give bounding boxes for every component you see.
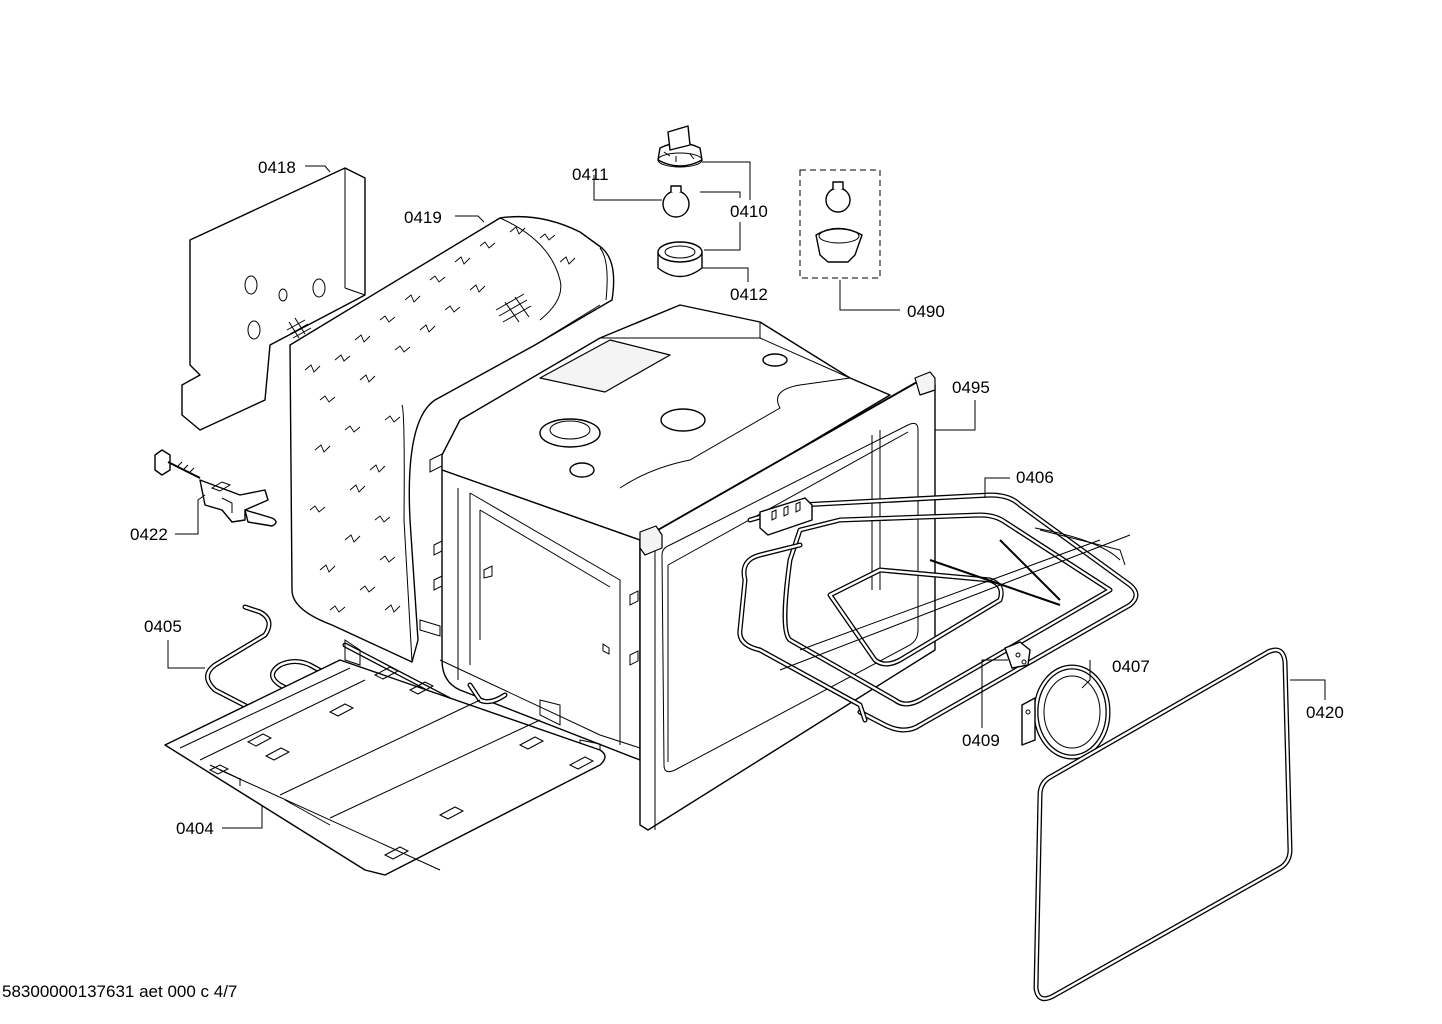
label-0412: 0412 — [730, 285, 768, 304]
part-labels: 0418 0419 0411 0410 0412 0490 0495 0406 … — [130, 158, 1344, 838]
part-0422-sensor — [154, 449, 277, 527]
label-0405: 0405 — [144, 617, 182, 636]
label-0490: 0490 — [907, 302, 945, 321]
part-0406-grill-element — [737, 492, 1139, 733]
part-0407-circular-element — [1021, 664, 1111, 760]
label-0404: 0404 — [176, 819, 214, 838]
label-0410: 0410 — [730, 202, 768, 221]
part-0412-lamp-ring — [657, 241, 703, 278]
part-0409-terminal — [1004, 641, 1031, 669]
part-0404-base-plate — [164, 639, 606, 876]
leader-lines — [167, 161, 1326, 829]
label-0419: 0419 — [404, 208, 442, 227]
label-0420: 0420 — [1306, 703, 1344, 722]
part-0418-rear-panel — [181, 167, 366, 431]
part-0419-insulation-wrap — [289, 215, 615, 663]
label-0407: 0407 — [1112, 657, 1150, 676]
drawing-reference-number: 58300000137631 aet 000 c 4/7 — [2, 982, 238, 1001]
label-0406: 0406 — [1016, 468, 1054, 487]
part-0411-lamp-bulb — [662, 185, 690, 218]
label-0418: 0418 — [258, 158, 296, 177]
label-0495: 0495 — [952, 378, 990, 397]
part-0490-lamp-set — [799, 169, 881, 279]
part-0420-door-seal — [1033, 647, 1293, 1002]
oven-muffle — [419, 304, 891, 761]
label-0411: 0411 — [572, 165, 609, 184]
part-0410-lamp-holder — [657, 125, 703, 168]
label-0409: 0409 — [962, 731, 1000, 750]
label-0422: 0422 — [130, 525, 168, 544]
